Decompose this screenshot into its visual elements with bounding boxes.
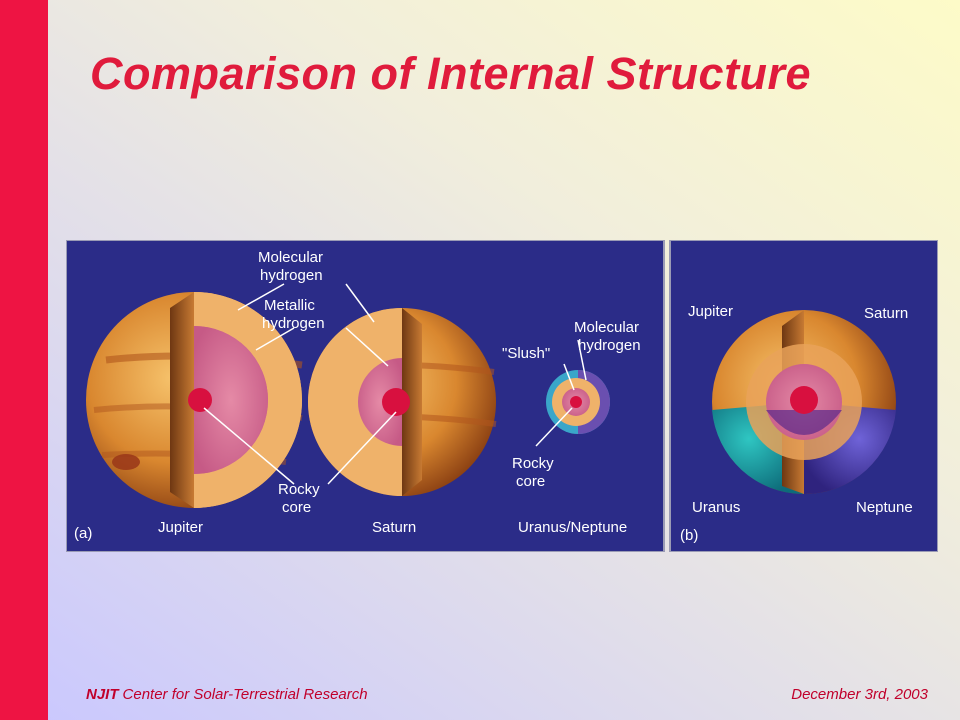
figure-svg: Molecular hydrogen Metallic hydrogen Roc… bbox=[66, 240, 938, 552]
panel-b-label-uranus: Uranus bbox=[692, 499, 740, 516]
slide-title: Comparison of Internal Structure bbox=[90, 48, 812, 99]
panel-a-letter: (a) bbox=[74, 525, 92, 542]
leader-lines bbox=[203, 283, 587, 485]
panel-b-label-saturn: Saturn bbox=[864, 305, 908, 322]
saturn-cutaway bbox=[308, 308, 497, 496]
combined-planets-cutaway bbox=[712, 310, 896, 495]
planet-label-jupiter: Jupiter bbox=[158, 519, 203, 536]
panel-b-label-neptune: Neptune bbox=[856, 499, 913, 516]
label-molecular-1: Molecular bbox=[258, 249, 323, 266]
label-rocky-2: core bbox=[282, 499, 311, 516]
left-accent-bar bbox=[0, 0, 48, 720]
label-slush: "Slush" bbox=[502, 345, 550, 362]
label-small-molecular-2: hydrogen bbox=[578, 337, 641, 354]
label-metallic-2: hydrogen bbox=[262, 315, 325, 332]
footer-org-name: Center for Solar-Terrestrial Research bbox=[122, 686, 368, 703]
label-molecular-2: hydrogen bbox=[260, 267, 323, 284]
footer-brand: NJIT bbox=[86, 686, 119, 703]
label-small-molecular-1: Molecular bbox=[574, 319, 639, 336]
planet-label-uranus-neptune: Uranus/Neptune bbox=[518, 519, 627, 536]
label-small-rocky-2: core bbox=[516, 473, 545, 490]
footer-date: December 3rd, 2003 bbox=[791, 686, 928, 703]
uranus-neptune-cutaway bbox=[546, 370, 610, 434]
panel-b-label-jupiter: Jupiter bbox=[688, 303, 733, 320]
label-rocky-1: Rocky bbox=[278, 481, 320, 498]
panel-b-letter: (b) bbox=[680, 527, 698, 544]
planet-structure-figure: Molecular hydrogen Metallic hydrogen Roc… bbox=[66, 240, 938, 552]
label-metallic-1: Metallic bbox=[264, 297, 315, 314]
label-small-rocky-1: Rocky bbox=[512, 455, 554, 472]
planet-label-saturn: Saturn bbox=[372, 519, 416, 536]
